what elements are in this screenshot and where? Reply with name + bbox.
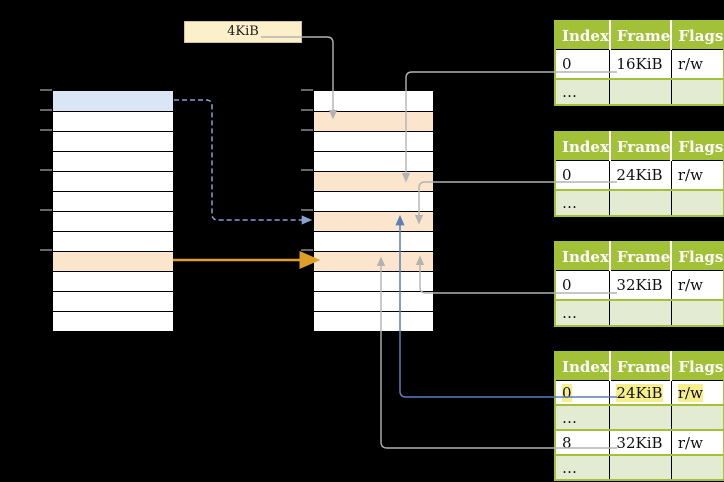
- table-row-ellipsis: …: [555, 404, 724, 430]
- frame-row: [314, 311, 433, 331]
- frame-row-page-table: [314, 171, 433, 191]
- frame-size-label: 4KiB: [184, 21, 302, 43]
- page-table-4: Index Frame Flags 0 24KiB r/w … 8 32KiB …: [554, 351, 724, 481]
- page-table-1: Index Frame Flags 0 16KiB r/w …: [554, 20, 724, 106]
- table-cell: …: [555, 404, 610, 430]
- table-row-ellipsis: …: [555, 454, 724, 480]
- column-header-frame: Frame: [609, 352, 673, 381]
- page-row: [53, 211, 173, 231]
- page-row: [53, 291, 173, 311]
- page-row: [53, 311, 173, 331]
- physical-memory-ticks: [301, 89, 313, 251]
- page-row: [53, 191, 173, 211]
- table-cell: 16KiB: [609, 49, 672, 79]
- physical-memory-grid: [313, 90, 434, 332]
- table-cell: [670, 404, 724, 430]
- table-cell: r/w: [670, 429, 724, 455]
- frame-row-page-table: [314, 251, 433, 271]
- page-table-3: Index Frame Flags 0 32KiB r/w …: [554, 241, 724, 327]
- table-cell: [609, 299, 672, 326]
- table-cell: [670, 189, 724, 216]
- column-header-index: Index: [555, 132, 611, 161]
- frame-row-page-table: [314, 211, 433, 231]
- page-row-highlight-orange: [53, 251, 173, 271]
- table-cell: 32KiB: [609, 429, 672, 455]
- page-row: [53, 111, 173, 131]
- table-cell: 0: [555, 380, 610, 405]
- page-row: [53, 171, 173, 191]
- frame-row: [314, 191, 433, 211]
- table-row: 8 32KiB r/w: [555, 429, 724, 455]
- column-header-flags: Flags: [671, 242, 724, 271]
- table-cell: [670, 454, 724, 480]
- page-row: [53, 151, 173, 171]
- page-row: [53, 131, 173, 151]
- table-cell: [670, 78, 724, 105]
- virtual-memory-ticks: [40, 89, 52, 251]
- table-cell: 24KiB: [609, 160, 672, 190]
- table-cell: …: [555, 454, 610, 480]
- highlighted-value: r/w: [677, 383, 703, 402]
- arrow-virtual-page-to-table-dashed: [174, 99, 313, 225]
- frame-row: [314, 271, 433, 291]
- table-cell: 32KiB: [609, 270, 672, 300]
- frame-row: [314, 231, 433, 251]
- table-cell: r/w: [670, 160, 724, 190]
- column-header-flags: Flags: [671, 132, 724, 161]
- frame-row: [314, 151, 433, 171]
- table-cell: [609, 404, 672, 430]
- table-row-ellipsis: …: [555, 78, 724, 105]
- column-header-index: Index: [555, 352, 611, 381]
- table-row: 0 24KiB r/w: [555, 160, 724, 190]
- virtual-memory-grid: [52, 90, 174, 332]
- frame-row: [314, 131, 433, 151]
- frame-row: [314, 291, 433, 311]
- column-header-frame: Frame: [609, 242, 673, 271]
- table-row: 0 16KiB r/w: [555, 49, 724, 79]
- table-cell: …: [555, 78, 610, 105]
- table-row-ellipsis: …: [555, 189, 724, 216]
- table-cell: 0: [555, 270, 610, 300]
- table-cell: …: [555, 189, 610, 216]
- column-header-index: Index: [555, 242, 611, 271]
- table-cell: …: [555, 299, 610, 326]
- column-header-flags: Flags: [671, 21, 724, 50]
- table-cell: [609, 189, 672, 216]
- frame-row-page-table: [314, 111, 433, 131]
- table-cell: 0: [555, 49, 610, 79]
- page-table-2: Index Frame Flags 0 24KiB r/w …: [554, 131, 724, 217]
- table-cell: 8: [555, 429, 610, 455]
- table-row-highlighted: 0 24KiB r/w: [555, 380, 724, 405]
- page-row: [53, 271, 173, 291]
- table-cell: r/w: [670, 270, 724, 300]
- frame-row: [314, 91, 433, 111]
- page-row-highlight-blue: [53, 91, 173, 111]
- table-cell: 0: [555, 160, 610, 190]
- table-cell: [670, 299, 724, 326]
- table-row: 0 32KiB r/w: [555, 270, 724, 300]
- highlighted-value: 0: [562, 383, 572, 402]
- column-header-frame: Frame: [609, 21, 673, 50]
- table-row-ellipsis: …: [555, 299, 724, 326]
- table-cell: [609, 454, 672, 480]
- table-cell: [609, 78, 672, 105]
- table-cell: r/w: [670, 380, 724, 405]
- highlighted-value: 24KiB: [616, 383, 663, 402]
- page-row: [53, 231, 173, 251]
- column-header-index: Index: [555, 21, 611, 50]
- table-cell: r/w: [670, 49, 724, 79]
- table-cell: 24KiB: [609, 380, 672, 405]
- column-header-flags: Flags: [671, 352, 724, 381]
- column-header-frame: Frame: [609, 132, 673, 161]
